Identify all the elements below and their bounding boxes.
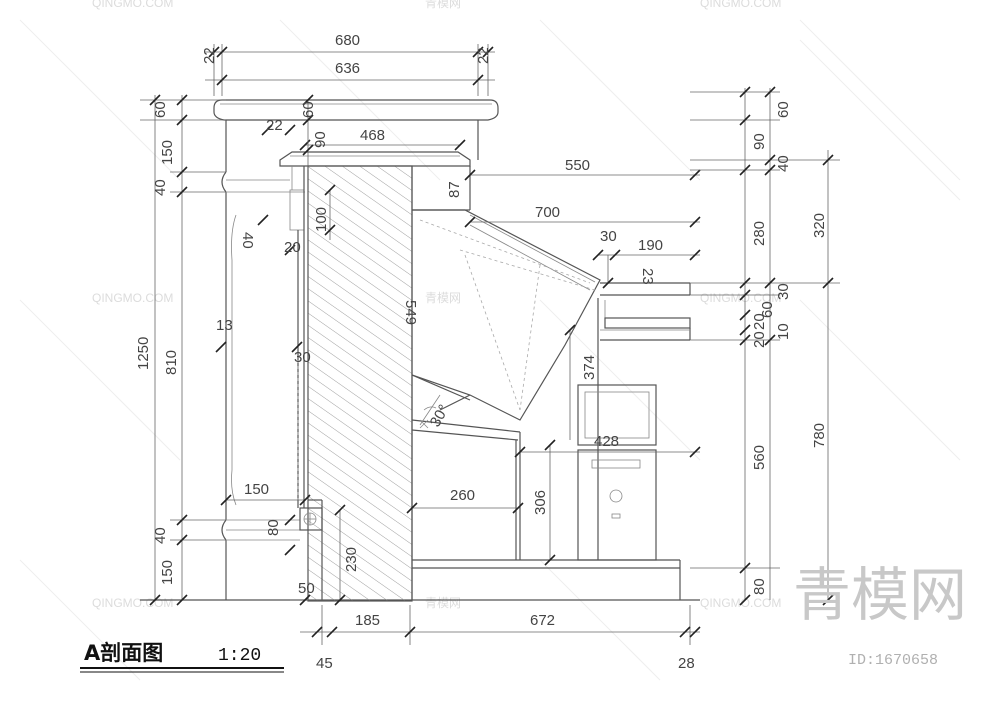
dim-30-inner: 30 xyxy=(294,349,311,366)
watermark-site-1: QINGMO.COM xyxy=(92,291,173,305)
dim-right-20: 20 xyxy=(751,313,768,330)
dim-306: 306 xyxy=(532,490,549,515)
dim-left-150-top: 150 xyxy=(159,140,176,165)
dim-22-inner: 22 xyxy=(266,117,283,134)
dim-672: 672 xyxy=(530,612,555,629)
dim-right-80: 80 xyxy=(751,578,768,595)
dim-550: 550 xyxy=(565,157,590,174)
dim-80-inner: 80 xyxy=(265,519,282,536)
dim-right-40: 40 xyxy=(775,155,792,172)
dim-100: 100 xyxy=(313,207,330,232)
dim-right-780: 780 xyxy=(811,423,828,448)
dim-87: 87 xyxy=(446,181,463,198)
dim-28: 28 xyxy=(678,655,695,672)
dim-60-inner: 60 xyxy=(300,101,317,118)
watermark-site-4: QINGMO.COM xyxy=(700,596,781,610)
dim-260: 260 xyxy=(450,487,475,504)
dim-13: 13 xyxy=(216,317,233,334)
dim-right-320: 320 xyxy=(811,213,828,238)
dim-left-40-bot: 40 xyxy=(152,527,169,544)
dim-636: 636 xyxy=(335,60,360,77)
title-label: A剖面图 xyxy=(84,641,163,665)
dim-40-inner: 40 xyxy=(239,232,256,249)
dim-right-10: 10 xyxy=(775,323,792,340)
dim-45: 45 xyxy=(316,655,333,672)
watermark-cn-2: 青模网 xyxy=(425,596,461,610)
watermark-id: ID:1670658 xyxy=(848,652,938,669)
dim-22-right: 22 xyxy=(475,47,492,64)
dim-left-60: 60 xyxy=(152,101,169,118)
dim-right-20b: 20 xyxy=(751,331,768,348)
dim-549: 549 xyxy=(402,300,419,325)
dim-23: 23 xyxy=(639,268,656,285)
title-scale: 1:20 xyxy=(218,646,261,666)
watermark-cn-1: 青模网 xyxy=(425,291,461,305)
dim-90-inner: 90 xyxy=(312,131,329,148)
dim-left-150-bot: 150 xyxy=(159,560,176,585)
dim-left-40-top: 40 xyxy=(152,179,169,196)
watermark-site-6: QINGMO.COM xyxy=(92,0,173,10)
dim-left-1250: 1250 xyxy=(135,337,152,370)
watermark-pattern xyxy=(19,19,961,681)
dimension-lines xyxy=(140,44,840,645)
dimension-labels: 680 636 22 22 22 60 90 468 87 100 40 20 … xyxy=(135,32,828,672)
dim-150-inner: 150 xyxy=(244,481,269,498)
dim-190: 190 xyxy=(638,237,663,254)
dim-20: 20 xyxy=(284,239,301,256)
dim-right-560: 560 xyxy=(751,445,768,470)
dim-374: 374 xyxy=(581,355,598,380)
dim-right-90: 90 xyxy=(751,133,768,150)
dim-428: 428 xyxy=(594,433,619,450)
drawing-title: A剖面图 1:20 xyxy=(80,641,284,673)
dim-right-280: 280 xyxy=(751,221,768,246)
dim-right-60b: 60 xyxy=(759,301,776,318)
dim-185: 185 xyxy=(355,612,380,629)
dim-50: 50 xyxy=(298,580,315,597)
watermark-cn-3: 青模网 xyxy=(425,0,461,10)
watermark-site-2: QINGMO.COM xyxy=(700,291,781,305)
watermark-brand: 青模网 xyxy=(793,561,967,629)
dim-22-left: 22 xyxy=(201,47,218,64)
dim-468: 468 xyxy=(360,127,385,144)
watermark-site-5: QINGMO.COM xyxy=(700,0,781,10)
watermark-site-3: QINGMO.COM xyxy=(92,596,173,610)
dim-700: 700 xyxy=(535,204,560,221)
dim-230: 230 xyxy=(343,547,360,572)
dim-680: 680 xyxy=(335,32,360,49)
dim-left-810: 810 xyxy=(163,350,180,375)
dim-right-60: 60 xyxy=(775,101,792,118)
dim-30-top: 30 xyxy=(600,228,617,245)
cabinet-outline xyxy=(140,99,700,602)
dim-right-30: 30 xyxy=(775,283,792,300)
